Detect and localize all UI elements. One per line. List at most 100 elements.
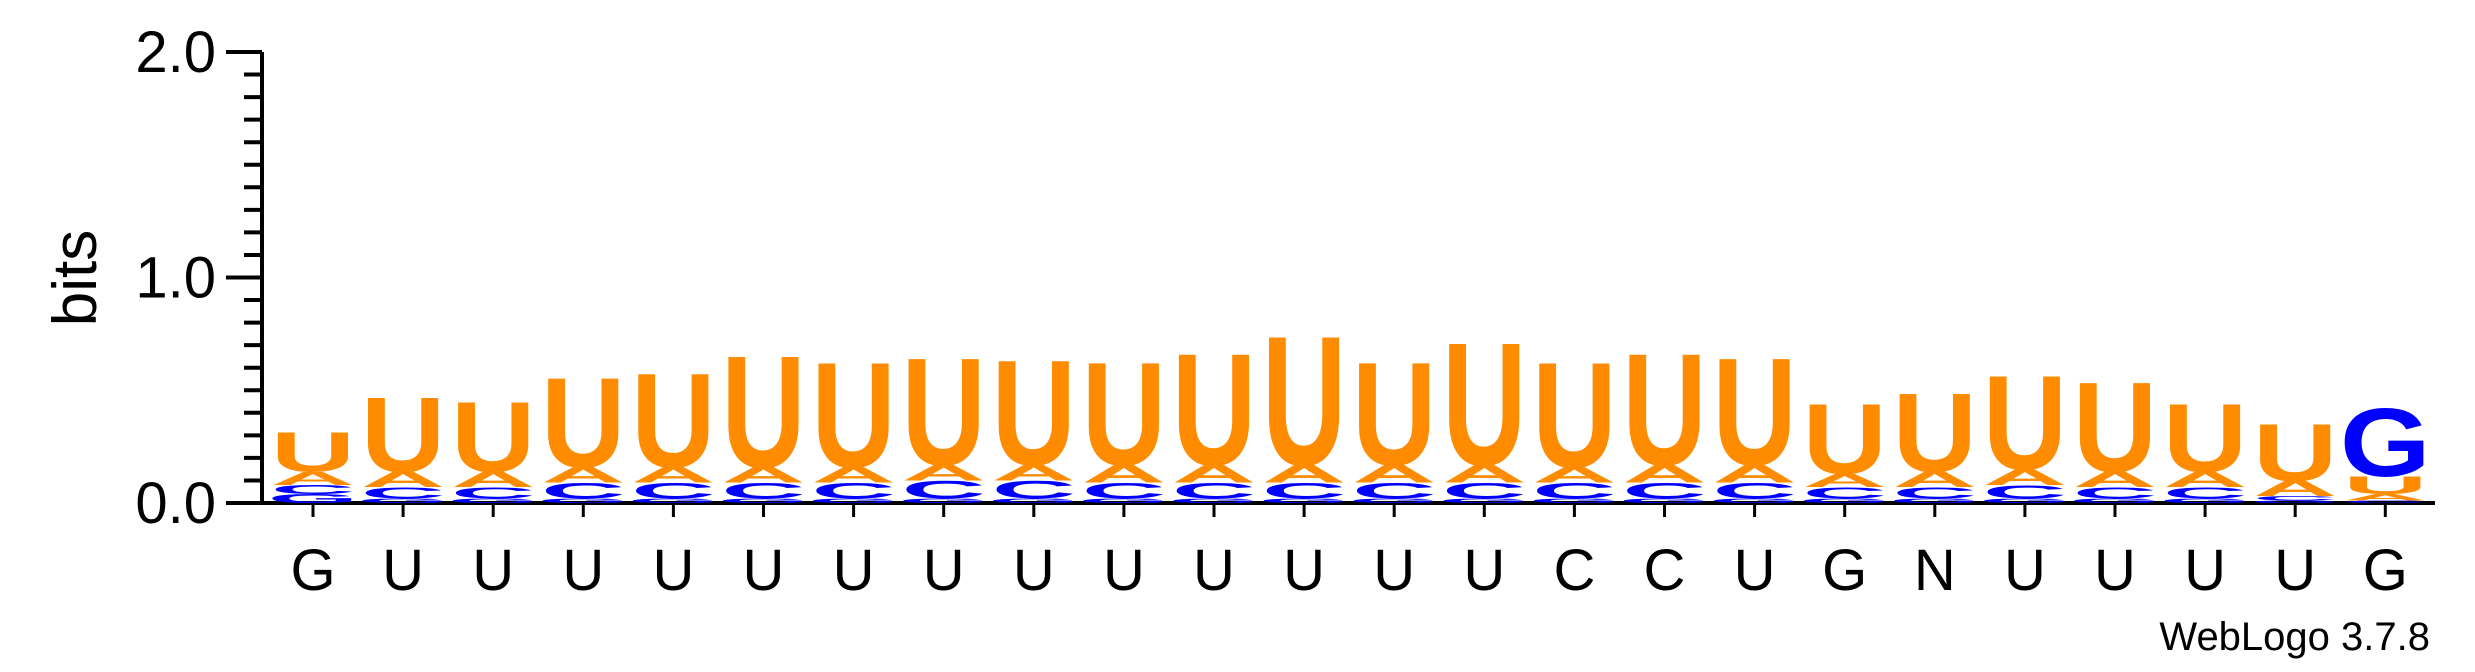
y-ticks: 0.01.02.0 <box>135 20 262 536</box>
logo-letter-U: U <box>2253 408 2337 499</box>
logo-letter-A: A <box>2073 467 2157 492</box>
x-tick-label: U <box>472 538 514 603</box>
x-tick-label: G <box>290 538 335 603</box>
logo-letter-A: A <box>811 463 895 488</box>
logo-letter-A: A <box>2253 476 2337 501</box>
logo-letter-C: C <box>1893 484 1977 501</box>
x-tick-label: U <box>1103 538 1145 603</box>
x-tick-label: U <box>2184 538 2226 603</box>
x-tick-label: U <box>2274 538 2316 603</box>
logo-letter-G: G <box>1889 497 1980 504</box>
logo-letter-G: G <box>1799 497 1890 504</box>
x-tick-label: U <box>1463 538 1505 603</box>
logo-letter-U: U <box>811 331 895 500</box>
logo-letter-G: G <box>1529 497 1620 504</box>
logo-letter-G: G <box>2160 497 2251 504</box>
logo-letter-A: A <box>451 467 535 492</box>
logo-letter-C: C <box>1622 479 1706 504</box>
logo-letter-A: A <box>721 463 805 488</box>
x-tick-label: U <box>833 538 875 603</box>
logo-letter-G: G <box>448 497 539 504</box>
x-tick-label: G <box>2363 538 2408 603</box>
logo-letter-C: C <box>631 479 715 504</box>
logo-letter-U: U <box>992 328 1076 497</box>
logo-letter-A: A <box>902 461 986 486</box>
logo-letter-A: A <box>1262 460 1346 488</box>
x-tick-label: U <box>1013 538 1055 603</box>
logo-letter-C: C <box>361 484 445 501</box>
logo-letter-C: C <box>1712 479 1796 504</box>
logo-letter-G: G <box>268 492 359 506</box>
logo-letter-A: A <box>1803 470 1887 491</box>
y-axis-label: bits <box>41 230 110 326</box>
logo-letter-A: A <box>1082 460 1166 488</box>
logo-letter-C: C <box>1082 479 1166 504</box>
logo-letter-G: G <box>628 497 719 504</box>
x-tick-label: U <box>1283 538 1325 603</box>
x-tick-label: U <box>923 538 965 603</box>
logo-letter-C: C <box>271 483 355 497</box>
logo-letter-G: G <box>358 497 449 504</box>
logo-letter-A: A <box>2163 467 2247 492</box>
logo-letter-A: A <box>1442 460 1526 488</box>
logo-letter-C: C <box>1352 479 1436 504</box>
logo-letter-U: U <box>2343 471 2427 499</box>
logo-letter-G: G <box>2070 497 2161 504</box>
logo-letter-C: C <box>1532 479 1616 504</box>
logo-letter-G: G <box>718 497 809 504</box>
x-tick-label: U <box>2004 538 2046 603</box>
logo-letter-C: C <box>1803 484 1887 501</box>
logo-letter-G: G <box>1169 497 1260 504</box>
logo-letter-U: U <box>1712 326 1796 497</box>
logo-letter-G: G <box>1980 497 2071 504</box>
logo-letter-U: U <box>2073 355 2157 498</box>
logo-letter-U: U <box>1803 384 1887 496</box>
logo-letter-C: C <box>451 484 535 501</box>
logo-letter-U: U <box>631 345 715 496</box>
logo-letter-C: C <box>2163 484 2247 501</box>
logo-letter-G: G <box>1619 497 1710 504</box>
logo-letter-A: A <box>1983 465 2067 490</box>
logo-letter-U: U <box>1893 370 1977 496</box>
logo-letter-G: G <box>1709 497 1800 504</box>
logo-letter-A: A <box>271 468 355 489</box>
logo-letter-C: C <box>902 476 986 504</box>
logo-letter-U: U <box>2163 384 2247 493</box>
logo-letter-G: G <box>2340 388 2431 497</box>
logo-letter-G: G <box>898 497 989 504</box>
logo-letter-C: C <box>2343 500 2427 503</box>
x-tick-label: U <box>743 538 785 603</box>
logo-letter-U: U <box>1442 306 1526 503</box>
logo-letter-U: U <box>1352 333 1436 497</box>
x-tick-label: U <box>382 538 424 603</box>
logo-letter-C: C <box>2073 484 2157 501</box>
x-tick-label: U <box>562 538 604 603</box>
logo-letter-A: A <box>1622 460 1706 488</box>
logo-letter-A: A <box>541 463 625 488</box>
logo-letter-A: A <box>1893 467 1977 492</box>
x-tick-label: N <box>1914 538 1956 603</box>
logo-letter-U: U <box>1622 320 1706 499</box>
logo-letter-G: G <box>1439 497 1530 504</box>
x-tick-label: U <box>1193 538 1235 603</box>
y-tick-label: 1.0 <box>135 246 216 311</box>
logo-letter-A: A <box>1172 460 1256 488</box>
x-tick-label: U <box>652 538 694 603</box>
logo-letter-U: U <box>541 351 625 494</box>
logo-letter-C: C <box>1172 479 1256 504</box>
logo-letter-G: G <box>988 497 1079 504</box>
logo-letter-A: A <box>1712 460 1796 488</box>
logo-letter-C: C <box>2253 495 2337 502</box>
logo-letter-C: C <box>811 479 895 504</box>
x-tick-label: U <box>1734 538 1776 603</box>
logo-letter-U: U <box>1172 320 1256 499</box>
x-tick-label: C <box>1644 538 1686 603</box>
logo-letter-A: A <box>631 463 715 488</box>
y-tick-label: 0.0 <box>135 471 216 536</box>
x-tick-label: U <box>1373 538 1415 603</box>
weblogo-credit: WebLogo 3.7.8 <box>2159 615 2430 659</box>
logo-letter-G: G <box>2250 500 2341 503</box>
